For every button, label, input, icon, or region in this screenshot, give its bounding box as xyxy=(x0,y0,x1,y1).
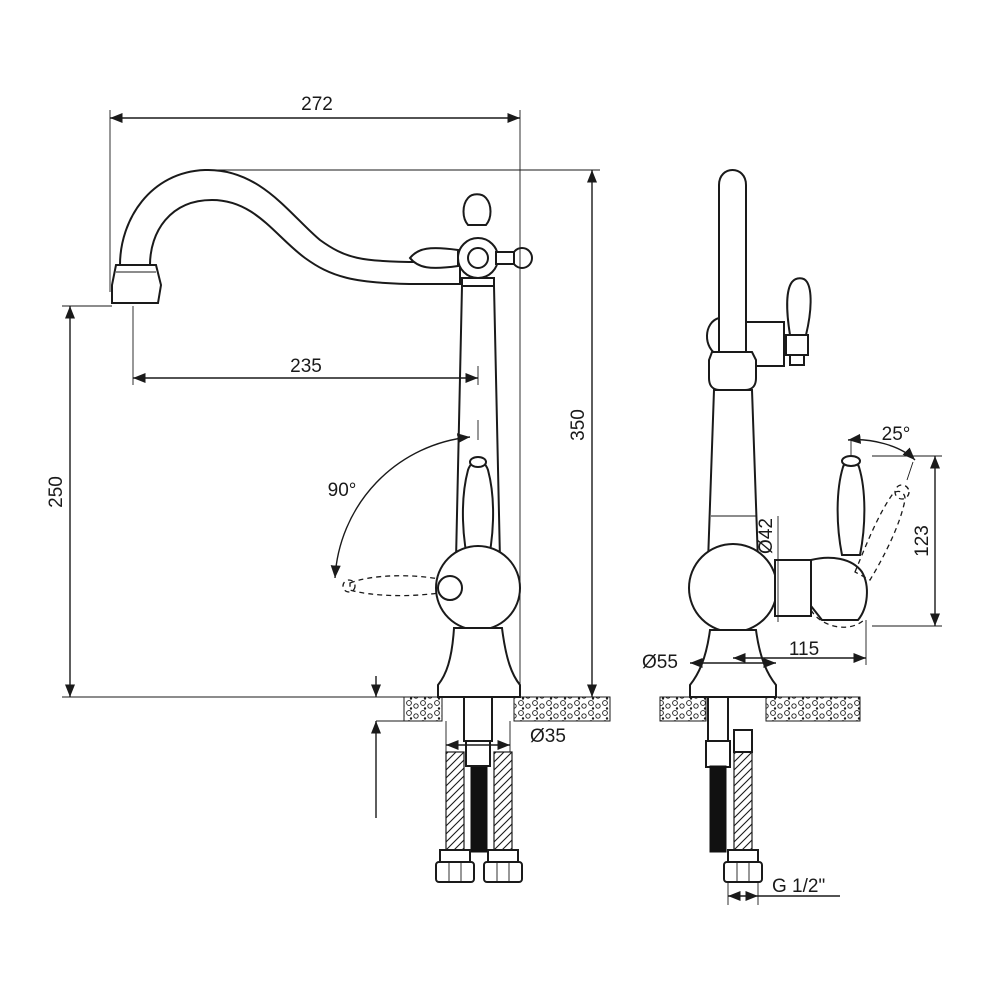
dim-diameter-35: Ø35 xyxy=(530,726,566,747)
top-handle-upper xyxy=(462,193,492,226)
spout xyxy=(118,168,461,285)
hose-left xyxy=(445,751,465,851)
side-column xyxy=(706,389,760,563)
side-lever xyxy=(836,459,866,556)
side-spout xyxy=(718,169,747,353)
side-lever-dome xyxy=(810,556,868,621)
dim-thread-g-half: G 1/2" xyxy=(772,876,825,897)
side-top-handle xyxy=(786,277,812,336)
dim-diameter-42: Ø42 xyxy=(756,518,777,554)
side-center-rod xyxy=(709,765,727,853)
dim-235: 235 xyxy=(290,356,322,377)
side-body-bulge xyxy=(688,543,778,633)
dim-123: 123 xyxy=(912,525,933,557)
hose-right xyxy=(493,751,513,851)
hose-nut-right xyxy=(483,849,523,883)
dim-diameter-55: Ø55 xyxy=(642,652,678,673)
dim-350: 350 xyxy=(568,409,589,441)
top-collar xyxy=(461,277,495,287)
base xyxy=(437,627,521,698)
side-view: Ø42 Ø55 115 123 25° G 1/2" xyxy=(642,169,942,905)
side-countertop-left xyxy=(659,696,707,722)
dim-25-degrees: 25° xyxy=(882,424,911,445)
rotated-lever xyxy=(349,575,446,597)
dim-272: 272 xyxy=(301,94,333,115)
aerator xyxy=(111,264,163,304)
side-hose-nut xyxy=(723,849,763,883)
side-countertop-right xyxy=(765,696,861,722)
center-rod xyxy=(470,765,488,853)
countertop-left xyxy=(403,696,443,722)
dim-115: 115 xyxy=(789,639,819,660)
side-collar xyxy=(708,351,757,391)
side-hose xyxy=(733,751,753,851)
top-handle-left xyxy=(408,247,459,269)
front-view: 272 235 350 250 90° Ø35 xyxy=(46,94,611,883)
dim-250: 250 xyxy=(46,476,67,508)
dim-90-degrees: 90° xyxy=(328,480,357,501)
countertop-right xyxy=(513,696,611,722)
side-cartridge xyxy=(774,559,812,617)
hose-nut-left xyxy=(435,849,475,883)
